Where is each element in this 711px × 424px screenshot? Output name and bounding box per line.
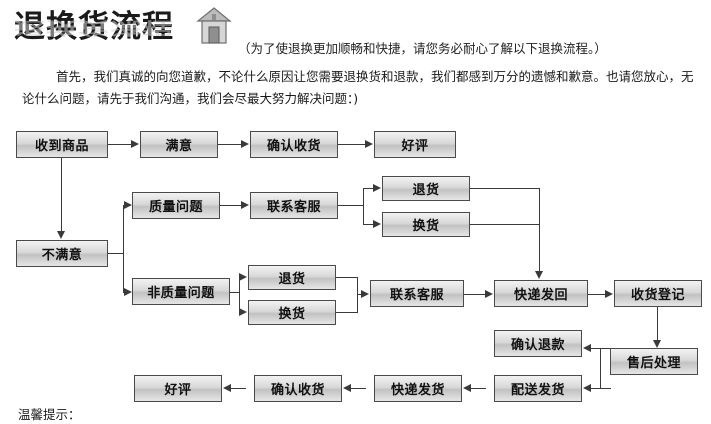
edge-n19-n20-arrow [343, 384, 351, 392]
node-satisfied[interactable]: 满意 [140, 131, 218, 158]
edge-n14-n15-arrow [605, 290, 613, 298]
edge-n13-n14 [464, 294, 486, 296]
node-return-quality[interactable]: 退货 [382, 176, 470, 201]
edge-n8-down [470, 188, 540, 190]
page-title: 退换货流程 退换货流程 [14, 8, 174, 54]
node-exchange-quality[interactable]: 换货 [382, 212, 470, 237]
edge-branch-bus [123, 205, 125, 293]
edge-n18-n19-arrow [463, 384, 471, 392]
header-subtitle: （为了使退换更加顺畅和快捷，请您务必耐心了解以下退换流程。） [238, 41, 607, 56]
edge-n7-split [338, 205, 364, 207]
edge-quality-to-n14-arrow [535, 271, 543, 279]
intro-line-1: 首先，我们真诚的向您道歉，不论什么原因让您需要退换货和退款，我们都感到万分的遗憾… [56, 69, 694, 84]
edge-n3-n4-arrow [365, 140, 373, 148]
edge-n17-n18-arrow [583, 384, 591, 392]
node-receipt-registration[interactable]: 收货登记 [614, 280, 702, 307]
edge-n7-n9-arrow [373, 220, 381, 228]
node-contact-service-non-quality[interactable]: 联系客服 [370, 280, 464, 307]
node-contact-service-quality[interactable]: 联系客服 [250, 192, 338, 219]
edge-n15-n17-arrow [653, 340, 661, 348]
edge-n1-n5 [61, 158, 63, 232]
page-title-text: 退换货流程 [14, 9, 174, 45]
node-good-review-bottom[interactable]: 好评 [134, 375, 222, 402]
edge-n15-n17 [657, 307, 659, 341]
node-after-sales-processing[interactable]: 售后处理 [610, 348, 698, 375]
node-ship-back[interactable]: 快递发回 [494, 280, 588, 307]
edge-n5-n6-arrow [124, 201, 132, 209]
edge-n20-n21 [230, 388, 246, 390]
node-express-shipment[interactable]: 快递发货 [374, 375, 462, 402]
intro-paragraph: 首先，我们真诚的向您道歉，不论什么原因让您需要退换货和退款，我们都感到万分的遗憾… [22, 66, 694, 110]
node-confirm-receipt-bottom[interactable]: 确认收货 [254, 375, 342, 402]
edge-merge-n13 [357, 294, 363, 296]
edge-n10-n12-arrow [239, 308, 247, 316]
edge-n17-n18-v [600, 362, 602, 389]
edge-n2-n3 [218, 144, 242, 146]
node-good-review-top[interactable]: 好评 [374, 131, 456, 158]
node-received-goods[interactable]: 收到商品 [16, 131, 108, 158]
edge-n11-merge [336, 277, 358, 279]
edge-n19-n20 [350, 388, 366, 390]
node-non-quality-issue[interactable]: 非质量问题 [132, 278, 230, 305]
edge-n5-bus [108, 253, 124, 255]
edge-n7-n8 [363, 188, 374, 190]
intro-line-2: 论什么问题，请先于我们沟通，我们会尽最大努力解决问题：) [22, 91, 359, 106]
house-icon [196, 7, 232, 44]
edge-n12-merge [336, 312, 358, 314]
edge-n10-split [230, 292, 240, 294]
edge-n2-n3-arrow [241, 140, 249, 148]
edge-n3-n4 [338, 144, 366, 146]
edge-merge-n13-arrow [361, 290, 369, 298]
edge-n5-n10-arrow [124, 288, 132, 296]
edge-n1-n5-arrow [57, 231, 65, 239]
edge-n17-n18-h [600, 388, 611, 390]
edge-n1-n2-arrow [131, 140, 139, 148]
edge-n14-n15 [588, 294, 606, 296]
node-quality-issue[interactable]: 质量问题 [132, 192, 220, 219]
edge-n6-n7-arrow [241, 201, 249, 209]
node-delivery-shipment[interactable]: 配送发货 [494, 375, 582, 402]
edge-n9-down [470, 224, 540, 226]
edge-n1-n2 [108, 144, 132, 146]
edge-n7-n9 [363, 224, 374, 226]
node-return-non-quality[interactable]: 退货 [248, 265, 336, 290]
edge-n18-n19 [470, 388, 486, 390]
edge-n6-n7 [220, 205, 242, 207]
edge-n10-n11-arrow [239, 273, 247, 281]
edge-n17-n16-v [600, 348, 602, 362]
edge-n17-n16-arrow [583, 344, 591, 352]
edge-n7-split-v [363, 188, 365, 224]
edge-n17-n16-h [591, 348, 601, 350]
node-unsatisfied[interactable]: 不满意 [16, 240, 108, 267]
node-confirm-refund[interactable]: 确认退款 [494, 330, 582, 357]
node-exchange-non-quality[interactable]: 换货 [248, 300, 336, 325]
edge-n10-split-v [239, 277, 241, 312]
edge-n20-n21-arrow [223, 384, 231, 392]
footer-note: 温馨提示： [18, 407, 81, 422]
edge-quality-to-n14 [539, 188, 541, 272]
edge-n7-n8-arrow [373, 184, 381, 192]
edge-n13-n14-arrow [485, 290, 493, 298]
edge-n17-n16-h1 [600, 348, 611, 350]
node-confirm-receipt-top[interactable]: 确认收货 [250, 131, 338, 158]
edge-n17-n18-h2 [591, 388, 601, 390]
